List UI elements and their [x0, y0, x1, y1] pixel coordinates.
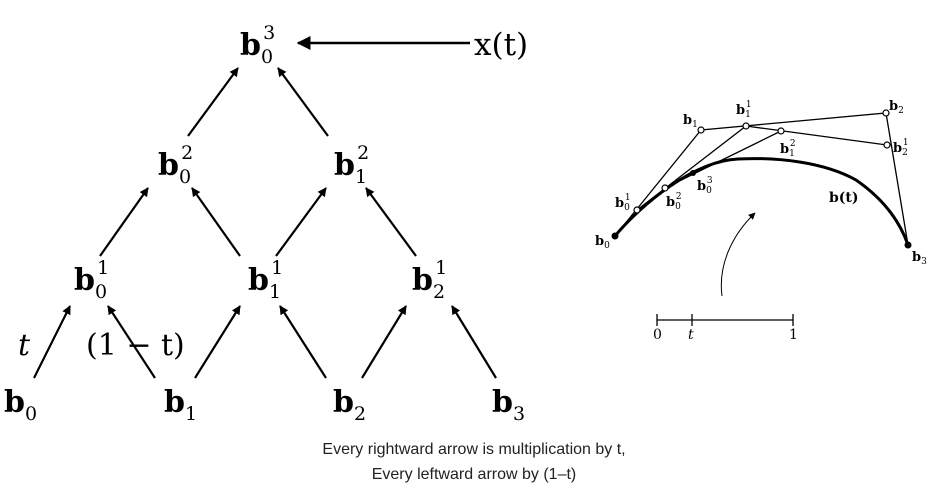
label-b2: b2: [333, 385, 366, 425]
point-b21: [883, 141, 891, 149]
axis-label-1: 1: [789, 327, 798, 343]
curve-label-b12: b12: [780, 139, 796, 159]
label-b01: b01: [74, 257, 109, 303]
parameter-label: x(t): [474, 27, 528, 63]
point-b2: [882, 109, 890, 117]
arrow-b02-b03: [187, 67, 239, 137]
arrow-b3-b21: [451, 305, 497, 379]
point-b11: [742, 122, 750, 130]
arrow-b11-b12: [275, 187, 327, 257]
curve-label-bt: b(t): [829, 190, 859, 206]
arrow-b21-b12: [365, 187, 417, 257]
label-b03: b03: [240, 22, 275, 68]
arrow-b11-b02: [191, 187, 241, 257]
arrow-b0-b01: [33, 305, 71, 379]
curve-label-b21: b21: [893, 138, 909, 158]
curve-label-b03: b03: [697, 176, 713, 196]
arrow-b2-b21: [361, 305, 407, 379]
curve-label-b02: b02: [666, 192, 682, 212]
arrow-b01-b02: [99, 187, 149, 257]
point-b1: [697, 126, 705, 134]
curve-label-b3: b3: [912, 250, 927, 267]
point-b01: [633, 206, 641, 214]
arrow-b1-b11: [194, 305, 241, 379]
caption-line-2: Every leftward arrow by (1–t): [371, 466, 577, 483]
mapping-arrow: [720, 212, 756, 297]
label-b02: b02: [158, 142, 193, 188]
label-b11: b11: [248, 257, 283, 303]
point-b0: [611, 232, 619, 240]
curve-label-b01: b01: [615, 193, 631, 213]
curve-label-b0: b0: [595, 234, 610, 251]
bezier-construction: b0 b3 b1 b2 b11 b12 b21 b01 b02 b03 b(t)…: [595, 99, 927, 343]
point-b02: [661, 184, 669, 192]
bezier-curve: [613, 157, 910, 246]
casteljau-triangle: b03 x(t) b02 b12 b01 b11 b21 b0 b1 b2: [4, 22, 528, 425]
de-casteljau-figure: b03 x(t) b02 b12 b01 b11 b21 b0 b1 b2: [4, 22, 927, 425]
label-b3: b3: [492, 385, 525, 425]
label-b0: b0: [4, 385, 37, 425]
arrow-b1-b01: [107, 305, 156, 379]
label-b21: b21: [412, 257, 447, 303]
axis-label-0: 0: [653, 327, 662, 343]
arrow-b2-b11: [279, 305, 327, 379]
point-b03: [690, 170, 696, 176]
arrow-b12-b03: [277, 67, 329, 137]
label-b12: b12: [334, 142, 369, 188]
control-polygon: [614, 112, 909, 246]
point-b12: [777, 127, 785, 135]
label-b1: b1: [164, 385, 197, 425]
curve-label-b2: b2: [889, 99, 904, 116]
weight-t-label: t: [18, 328, 31, 363]
axis-label-t: t: [688, 327, 694, 343]
weight-one-minus-t-label: (1 − t): [86, 328, 185, 363]
point-b3: [904, 241, 912, 249]
curve-label-b1: b1: [683, 113, 698, 130]
curve-label-b11: b11: [736, 100, 752, 120]
caption-line-1: Every rightward arrow is multiplication …: [322, 441, 626, 458]
